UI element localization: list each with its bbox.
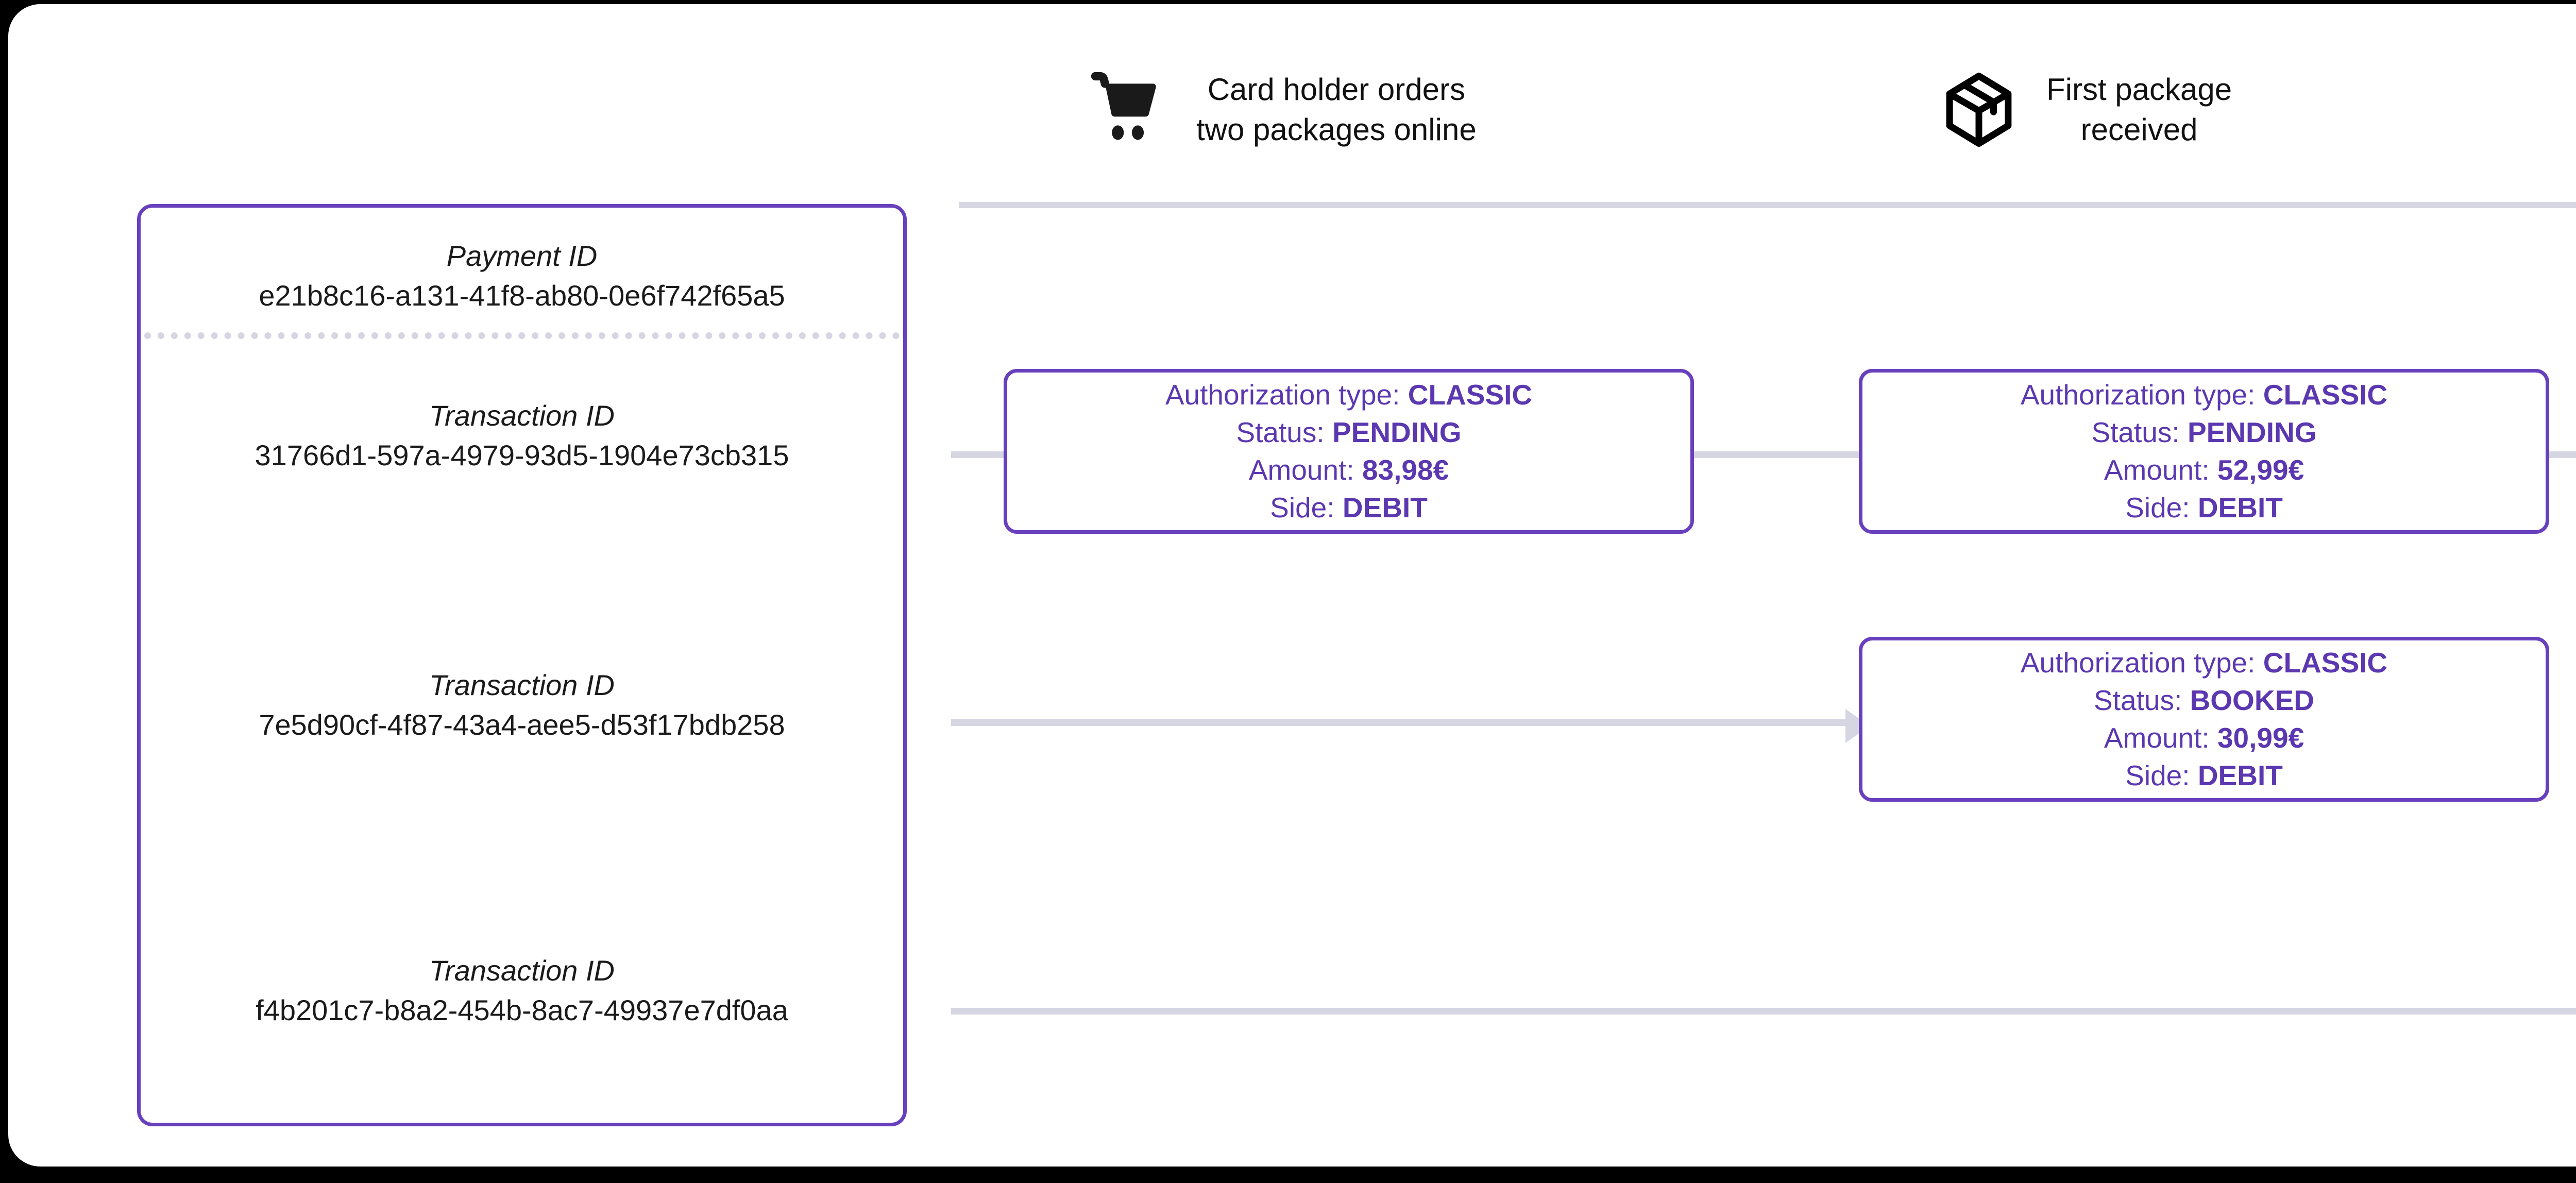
payment-panel: Payment ID e21b8c16-a131-41f8-ab80-0e6f7…: [137, 204, 907, 1126]
status-value: PENDING: [1332, 416, 1462, 448]
transaction-id-title: Transaction ID: [429, 399, 615, 432]
shopping-cart-icon: [1085, 66, 1173, 154]
transaction-id-value: 7e5d90cf-4f87-43a4-aee5-d53f17bdb258: [259, 708, 785, 741]
authorization-type-label: Authorization type:: [2020, 378, 2256, 411]
status-label: Status:: [1236, 416, 1325, 448]
amount-line: Amount: 52,99€: [2104, 451, 2304, 489]
status-value: PENDING: [2187, 416, 2317, 448]
amount-value: 83,98€: [1362, 454, 1449, 486]
payment-id-block: Payment ID e21b8c16-a131-41f8-ab80-0e6f7…: [141, 236, 903, 316]
status-label: Status:: [2094, 684, 2182, 716]
authorization-card-1-1[interactable]: Authorization type: CLASSIC Status: PEND…: [1004, 369, 1694, 534]
amount-value: 52,99€: [2217, 454, 2304, 486]
milestone-card-holder-orders: Card holder orders two packages online: [1085, 66, 1477, 154]
amount-label: Amount:: [2104, 722, 2210, 754]
transaction-id-title: Transaction ID: [429, 954, 615, 987]
payment-id-value: e21b8c16-a131-41f8-ab80-0e6f742f65a5: [259, 279, 785, 312]
status-line: Status: PENDING: [2091, 414, 2316, 451]
milestone-first-package-received: First package received: [1935, 66, 2232, 154]
side-value: DEBIT: [2197, 492, 2283, 524]
status-value: BOOKED: [2190, 684, 2314, 716]
amount-line: Amount: 30,99€: [2104, 719, 2304, 757]
diagram-canvas: Card holder orders two packages online F…: [8, 4, 2576, 1167]
side-label: Side:: [2125, 759, 2190, 792]
package-box-icon: [1935, 66, 2023, 154]
amount-label: Amount:: [1248, 454, 1354, 486]
side-value: DEBIT: [1342, 492, 1428, 524]
authorization-type-line: Authorization type: CLASSIC: [2021, 376, 2387, 414]
amount-value: 30,99€: [2217, 722, 2304, 754]
authorization-type-label: Authorization type:: [2020, 646, 2256, 679]
side-line: Side: DEBIT: [2125, 489, 2283, 527]
amount-label: Amount:: [2104, 454, 2210, 486]
authorization-type-value: CLASSIC: [2263, 378, 2388, 411]
milestone-label: Card holder orders two packages online: [1196, 72, 1477, 147]
transaction-id-block-3: Transaction ID f4b201c7-b8a2-454b-8ac7-4…: [141, 951, 903, 1030]
connector-panel-to-auth-1-1: [951, 451, 1008, 458]
authorization-card-2-2[interactable]: Authorization type: CLASSIC Status: BOOK…: [1859, 637, 2549, 802]
status-line: Status: PENDING: [1236, 414, 1461, 451]
milestone-label: First package received: [2046, 72, 2232, 147]
connector-panel-to-auth-3-3: [951, 1008, 2576, 1015]
transaction-id-value: 31766d1-597a-4979-93d5-1904e73cb315: [255, 439, 789, 472]
authorization-card-1-2[interactable]: Authorization type: CLASSIC Status: PEND…: [1859, 369, 2549, 534]
authorization-type-label: Authorization type:: [1165, 378, 1400, 411]
connector-auth-1-1-to-1-2: [1694, 451, 1863, 458]
side-line: Side: DEBIT: [1270, 489, 1428, 527]
transaction-id-block-1: Transaction ID 31766d1-597a-4979-93d5-19…: [141, 396, 903, 476]
authorization-type-line: Authorization type: CLASSIC: [2021, 644, 2387, 682]
side-line: Side: DEBIT: [2125, 757, 2283, 795]
connector-auth-1-2-to-1-3: [2543, 451, 2576, 458]
status-label: Status:: [2091, 416, 2180, 448]
status-line: Status: BOOKED: [2094, 682, 2314, 719]
transaction-id-value: f4b201c7-b8a2-454b-8ac7-49937e7df0aa: [256, 994, 788, 1027]
side-value: DEBIT: [2197, 759, 2283, 792]
transaction-id-title: Transaction ID: [429, 669, 615, 701]
authorization-type-line: Authorization type: CLASSIC: [1165, 376, 1532, 414]
side-label: Side:: [2125, 492, 2190, 524]
panel-divider: [144, 332, 900, 339]
authorization-type-value: CLASSIC: [2263, 646, 2388, 679]
payment-id-title: Payment ID: [446, 240, 598, 272]
transaction-id-block-2: Transaction ID 7e5d90cf-4f87-43a4-aee5-d…: [141, 665, 903, 745]
timeline-axis: [959, 202, 2576, 208]
connector-panel-to-auth-2-2: [951, 719, 1848, 726]
amount-line: Amount: 83,98€: [1249, 451, 1449, 489]
side-label: Side:: [1270, 492, 1335, 524]
authorization-type-value: CLASSIC: [1408, 378, 1533, 411]
